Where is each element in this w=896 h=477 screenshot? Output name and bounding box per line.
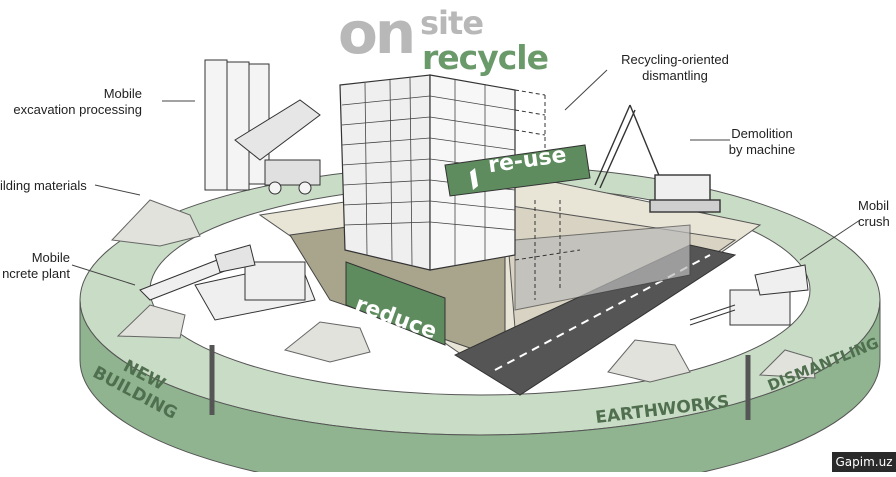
mobile-crusher <box>689 264 809 326</box>
label-demolition-line1: Demolition <box>731 126 793 141</box>
label-concrete-plant: Mobile ncrete plant <box>0 250 70 282</box>
label-concrete-plant-line1: Mobile <box>31 250 70 265</box>
leader-lines <box>71 69 861 286</box>
label-demolition: Demolition by machine <box>722 126 802 158</box>
label-recycling-dismantling-line2: dismantling <box>642 68 708 83</box>
label-mobile-excavation: Mobile excavation processing <box>0 86 142 118</box>
reuse-banner <box>444 144 591 197</box>
reduce-banner <box>345 261 446 346</box>
label-mobile-crusher-line1: Mobil <box>858 198 890 213</box>
aggregate-piles <box>110 199 816 383</box>
label-mobile-excavation-line2: excavation processing <box>13 102 142 117</box>
label-mobile-excavation-line1: Mobile <box>103 86 142 101</box>
label-recycling-dismantling: Recycling-oriented dismantling <box>600 52 750 84</box>
label-mobile-crusher-line2: crush <box>858 214 890 229</box>
label-building-materials: ilding materials <box>0 178 87 193</box>
label-demolition-line2: by machine <box>728 142 796 157</box>
silos <box>204 59 321 195</box>
title-on: on <box>338 0 416 67</box>
label-concrete-plant-line2: ncrete plant <box>2 266 70 281</box>
label-recycling-dismantling-line1: Recycling-oriented <box>621 52 729 67</box>
concrete-plant <box>139 244 316 321</box>
watermark: Gapim.uz <box>832 452 896 472</box>
demolition-excavator <box>594 104 721 213</box>
title-site: site <box>420 4 484 42</box>
title-recycle: recycle <box>422 38 549 77</box>
label-mobile-crusher: Mobil crush <box>858 198 890 230</box>
